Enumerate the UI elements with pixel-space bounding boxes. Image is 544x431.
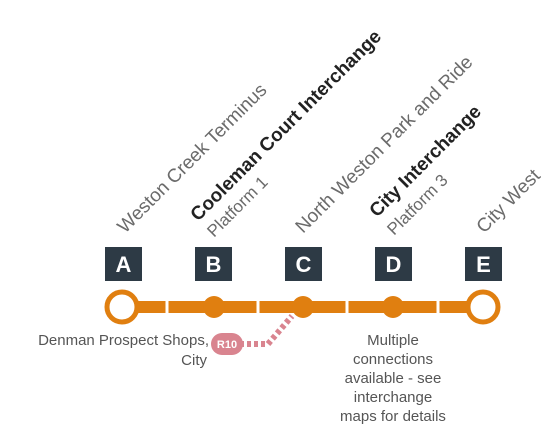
stop-badge-c <box>285 247 322 281</box>
stop-letter-b: B <box>206 252 222 277</box>
r10-destination-line-1: Denman Prospect Shops, <box>38 332 209 349</box>
stop-markers <box>104 289 501 325</box>
terminus-marker-a <box>104 289 140 325</box>
connector-dashes <box>240 314 295 347</box>
route-line <box>122 299 483 315</box>
stop-names: Weston Creek Terminus Cooleman Court Int… <box>114 26 544 241</box>
stop-badge-b <box>195 247 232 281</box>
stop-letter-e: E <box>476 252 491 277</box>
route-pill <box>211 333 243 355</box>
stop-badge-d <box>375 247 412 281</box>
route-pill-label: R10 <box>217 339 237 351</box>
stop-badge-e <box>465 247 502 281</box>
note-line-2: connections <box>353 351 433 368</box>
stop-marker-d <box>382 296 404 318</box>
terminus-marker-e <box>465 289 501 325</box>
note-line-1: Multiple <box>367 332 419 349</box>
note-line-5: maps for details <box>340 408 446 425</box>
stop-marker-b <box>203 296 225 318</box>
stop-letter-a: A <box>116 252 132 277</box>
stop-badges: A B C D E <box>105 247 502 281</box>
note-line-3: available - see <box>345 370 442 387</box>
r10-destination-line-2: City <box>181 352 207 369</box>
r10-connector: R10 <box>211 314 295 355</box>
r10-destination: Denman Prospect Shops, City <box>38 332 209 369</box>
stop-name-e: City West <box>473 165 544 238</box>
multiple-connections-note: Multiple connections available - see int… <box>340 332 446 425</box>
stop-letter-c: C <box>296 252 312 277</box>
stop-marker-c <box>292 296 314 318</box>
note-line-4: interchange <box>354 389 432 406</box>
stop-badge-a <box>105 247 142 281</box>
stop-letter-d: D <box>386 252 402 277</box>
